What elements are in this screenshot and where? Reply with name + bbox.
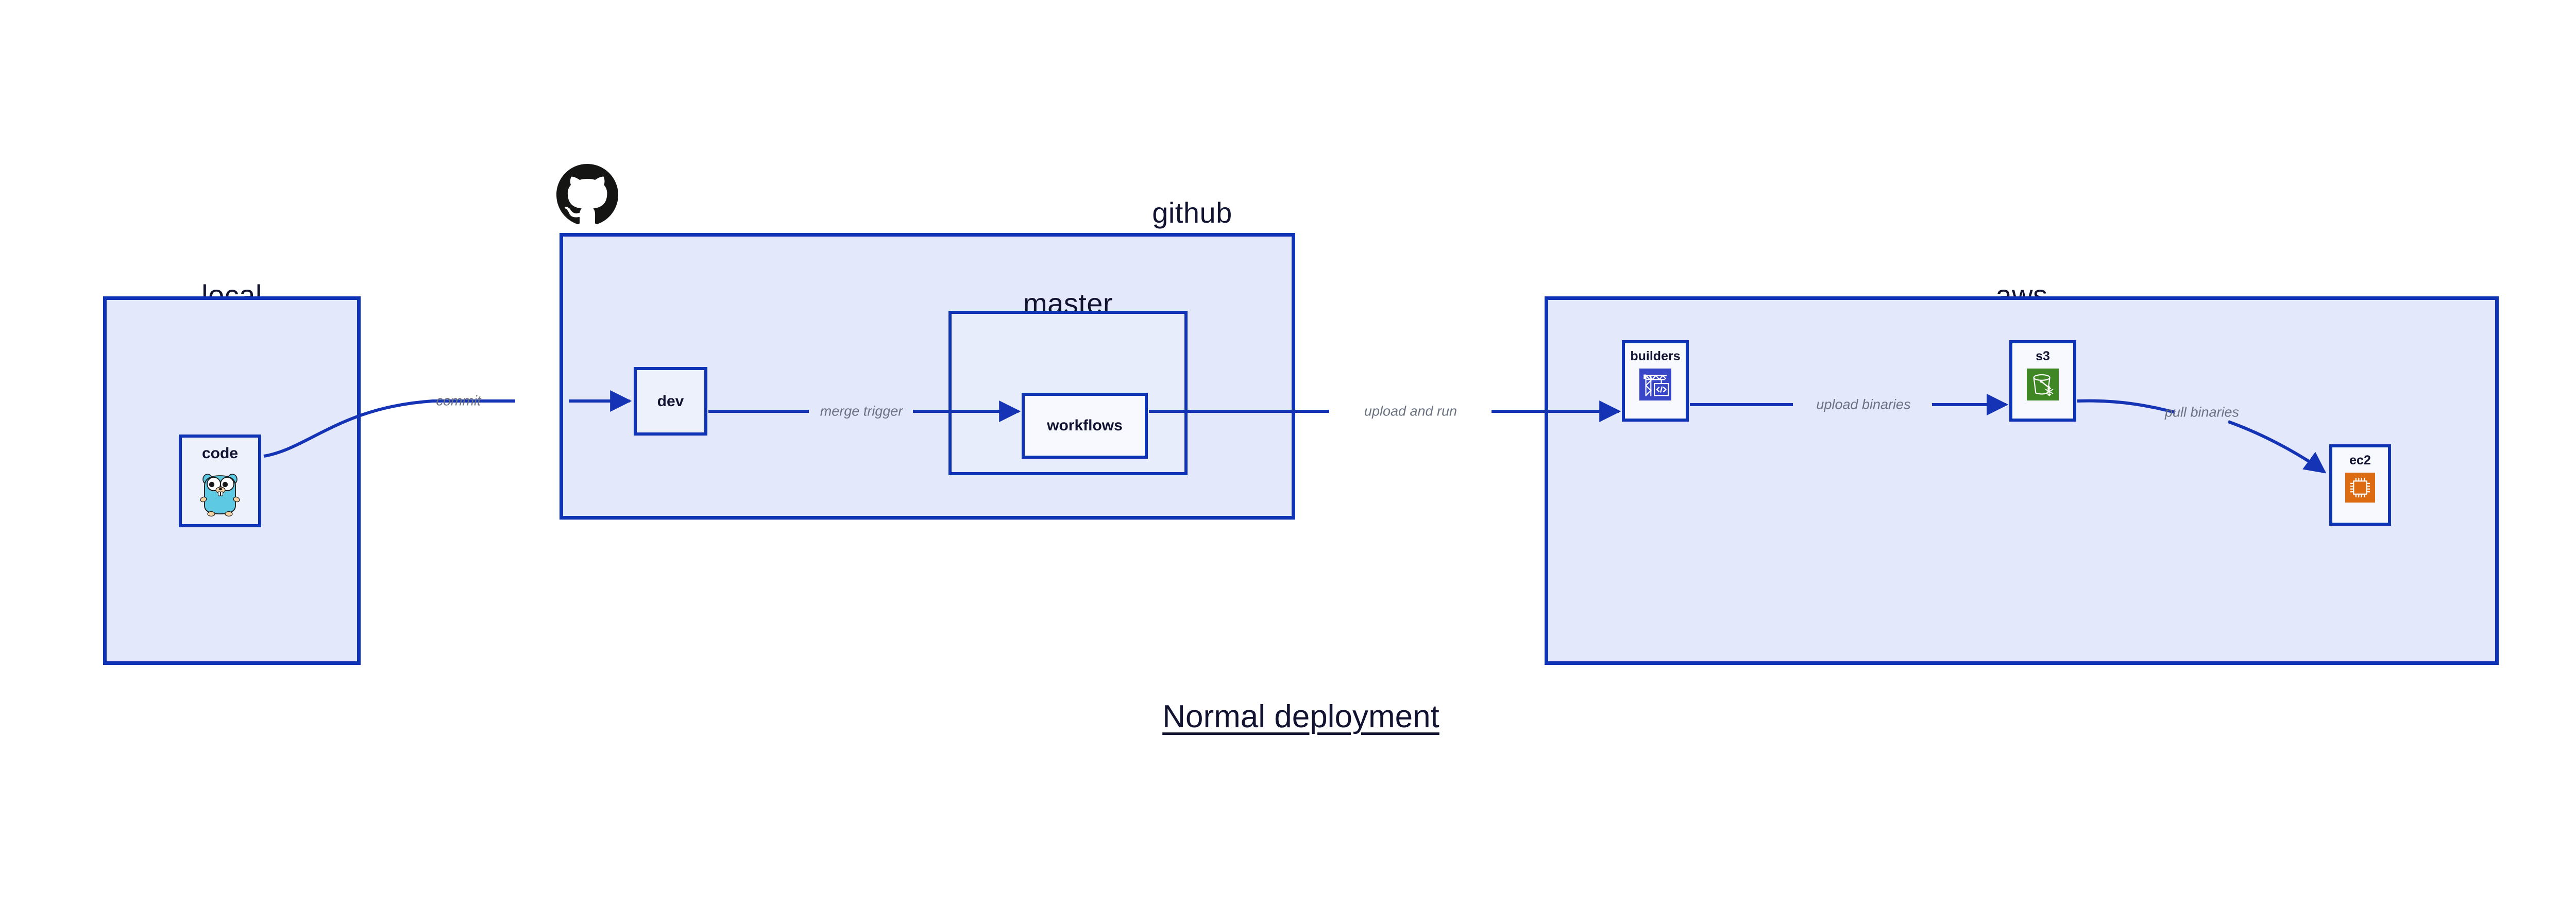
edge-label-upload-binaries: upload binaries bbox=[1816, 396, 1911, 412]
s3-bucket-icon bbox=[2027, 369, 2059, 400]
edge-label-merge-trigger: merge trigger bbox=[820, 403, 903, 419]
node-label-ec2: ec2 bbox=[2349, 453, 2371, 467]
crane-code-icon bbox=[1639, 369, 1671, 400]
node-label-workflows: workflows bbox=[1047, 417, 1123, 434]
node-dev[interactable]: dev bbox=[634, 367, 707, 436]
node-ec2[interactable]: ec2 bbox=[2329, 444, 2391, 526]
node-builders[interactable]: builders bbox=[1622, 340, 1689, 422]
edge-label-pull-binaries: pull binaries bbox=[2164, 404, 2240, 420]
go-gopher-icon bbox=[198, 467, 242, 517]
diagram-title: Normal deployment bbox=[1162, 699, 1439, 734]
group-label-github: github bbox=[1152, 196, 1232, 229]
node-label-dev: dev bbox=[657, 392, 684, 410]
cpu-chip-icon bbox=[2345, 473, 2375, 503]
node-label-builders: builders bbox=[1630, 349, 1681, 363]
edge-label-commit: commit bbox=[436, 393, 481, 409]
node-label-s3: s3 bbox=[2036, 349, 2050, 363]
node-code[interactable]: code bbox=[179, 435, 261, 527]
node-s3[interactable]: s3 bbox=[2009, 340, 2076, 422]
node-workflows[interactable]: workflows bbox=[1022, 393, 1148, 459]
edge-label-upload-and-run: upload and run bbox=[1364, 403, 1458, 419]
github-octocat-icon bbox=[556, 164, 618, 228]
node-label-code: code bbox=[201, 445, 239, 462]
